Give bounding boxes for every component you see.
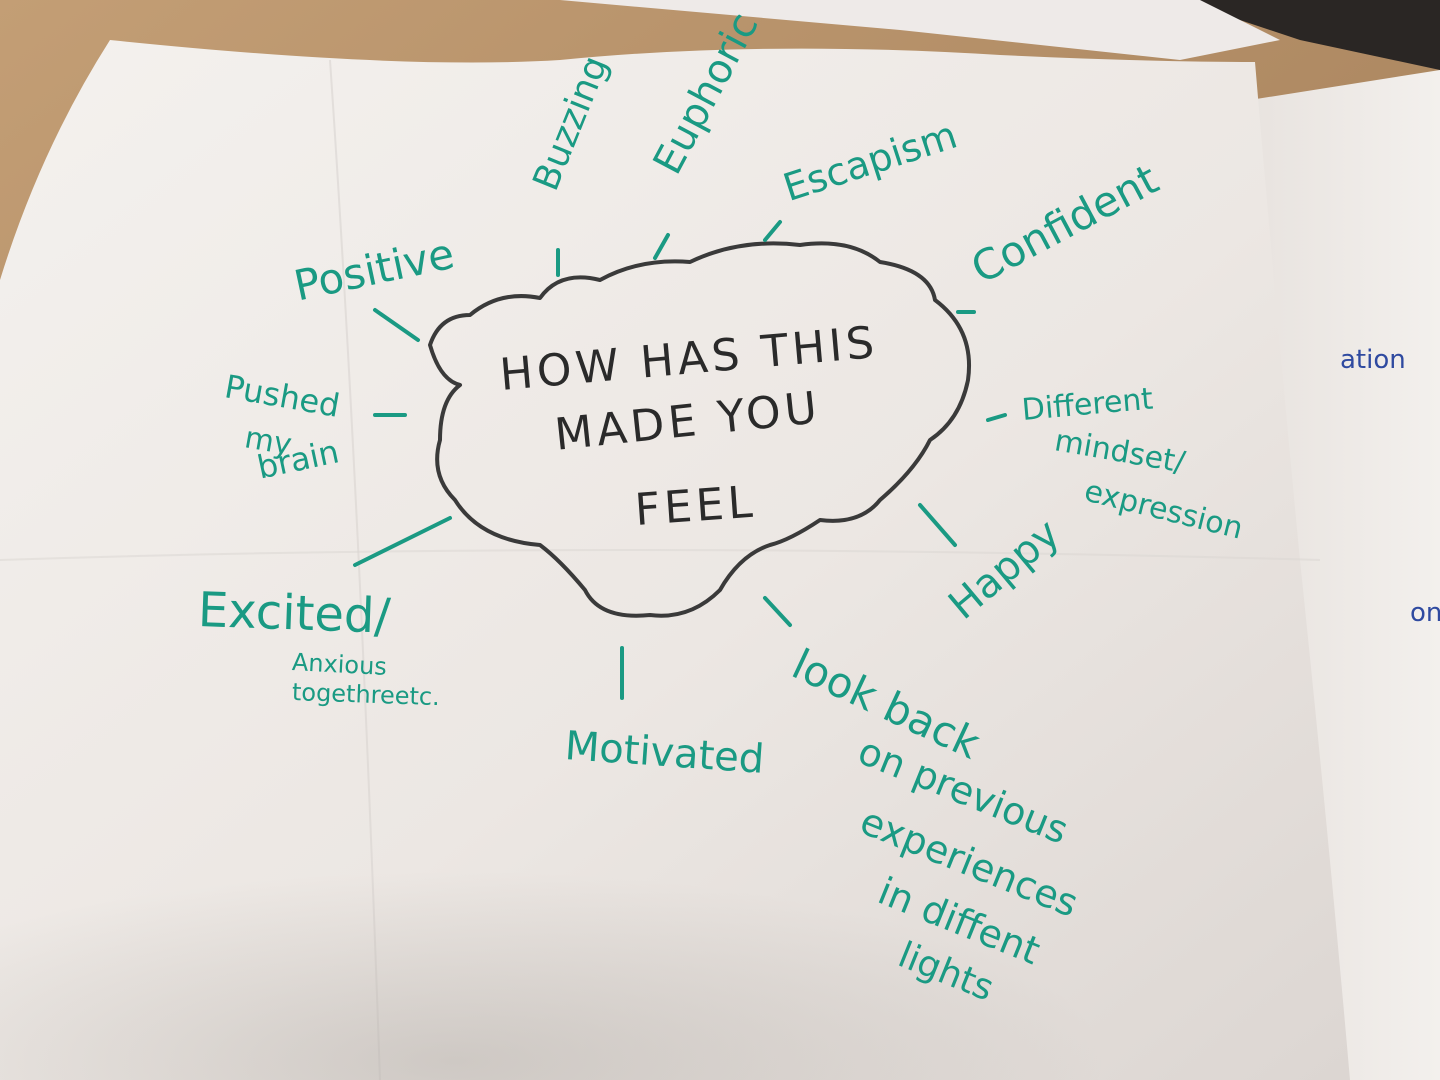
dark-corner — [1180, 0, 1440, 70]
response-anxious-line-1: Anxious — [291, 648, 388, 681]
second-sheet — [1250, 70, 1440, 1080]
response-anxious-line-2: togethreetc. — [291, 678, 441, 712]
next-sheet-fragment-1: ation — [1340, 345, 1406, 375]
top-paper-stack — [560, 0, 1280, 60]
next-sheet-fragment-2: on — [1410, 598, 1440, 628]
center-question-line-3: FEEL — [633, 476, 758, 536]
response-excited: Excited/ — [197, 582, 392, 645]
connector-lines — [353, 220, 1007, 700]
thought-cloud-outline — [428, 241, 971, 618]
